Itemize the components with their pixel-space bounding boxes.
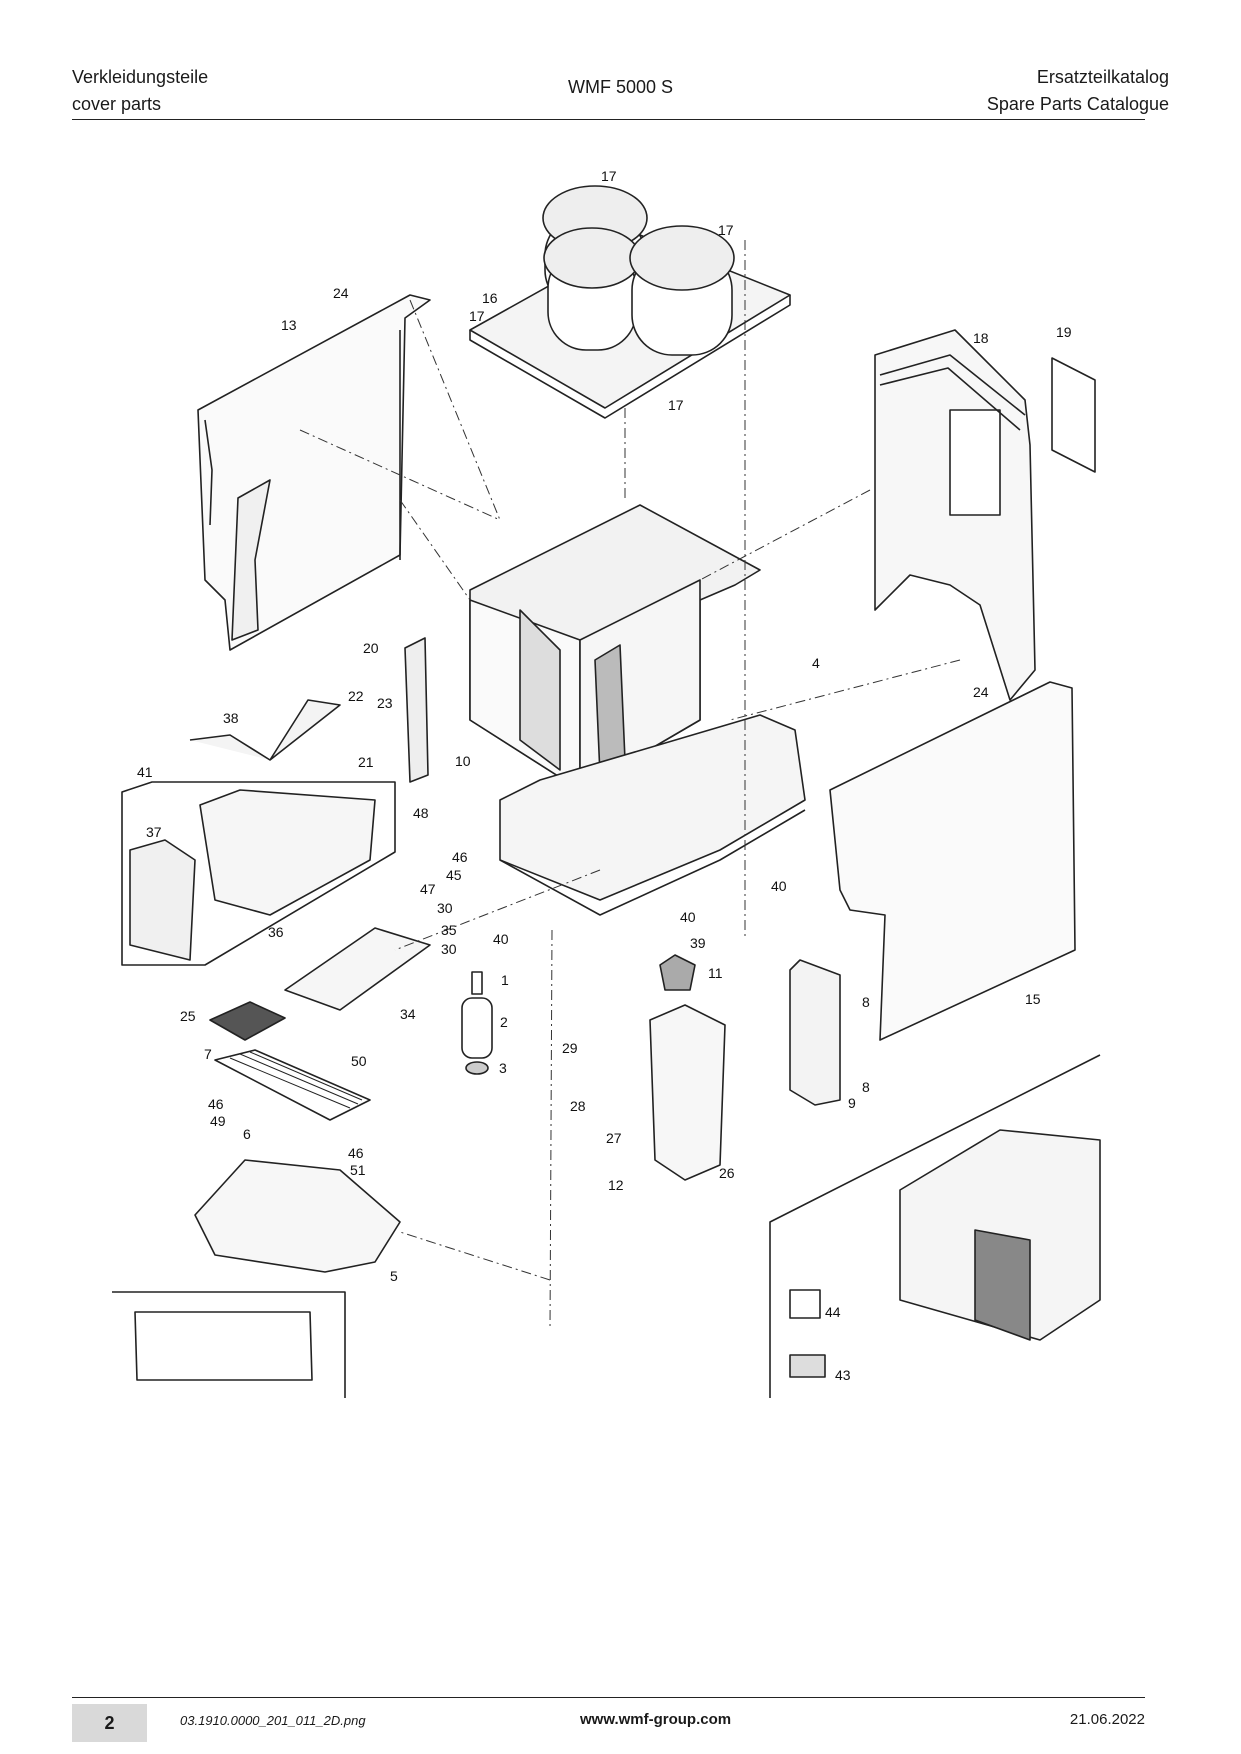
drip-grid-drawing [209, 1001, 371, 1121]
callout-27: 27 [606, 1130, 622, 1146]
callout-11: 11 [708, 965, 723, 981]
callout-9: 9 [848, 1095, 856, 1111]
callout-17: 17 [601, 168, 617, 184]
callout-47: 47 [420, 881, 436, 897]
detail-grille-drawing [134, 1311, 313, 1381]
footer-url[interactable]: www.wmf-group.com [580, 1711, 732, 1728]
group-41-drawing [121, 781, 396, 966]
callout-28: 28 [570, 1098, 586, 1114]
detail-box-right [769, 1054, 1101, 1398]
footer-filename: 03.1910.0000_201_011_2D.png [180, 1713, 366, 1728]
callout-4: 4 [812, 655, 820, 671]
callout-10: 10 [455, 753, 471, 769]
callout-16: 16 [482, 290, 498, 306]
callout-41: 41 [137, 764, 153, 780]
header-catalog-en: Spare Parts Catalogue [986, 94, 1169, 114]
right-side-panel-drawing [829, 681, 1076, 1041]
callout-26: 26 [719, 1165, 735, 1181]
callout-46: 46 [452, 849, 468, 865]
grounds-container-drawing [649, 1004, 726, 1181]
label-43-drawing [789, 1354, 826, 1378]
header-section-de: Verkleidungsteile [72, 67, 209, 87]
callout-44: 44 [825, 1304, 841, 1320]
callout-51: 51 [350, 1162, 366, 1178]
callout-49: 49 [210, 1113, 226, 1129]
callout-43: 43 [835, 1367, 851, 1383]
callout-6: 6 [243, 1126, 251, 1142]
callout-39: 39 [690, 935, 706, 951]
footer-divider [72, 1697, 1145, 1698]
callout-17: 17 [718, 222, 734, 238]
callout-23: 23 [377, 695, 393, 711]
callout-25: 25 [180, 1008, 196, 1024]
footer-date: 21.06.2022 [1069, 1711, 1145, 1728]
left-side-panel-drawing [197, 294, 431, 651]
header-model: WMF 5000 S [567, 77, 674, 97]
callout-21: 21 [358, 754, 374, 770]
rear-cover-drawing [874, 329, 1036, 701]
callout-labels: 17 17 16 17 17 24 13 18 19 4 24 20 22 23… [137, 168, 1072, 1383]
detail-box-left [112, 1291, 346, 1398]
callout-40: 40 [771, 878, 787, 894]
callout-17: 17 [469, 308, 485, 324]
header-section-en: cover parts [72, 94, 162, 114]
callout-30: 30 [441, 941, 457, 957]
connector-drawing [659, 954, 696, 991]
callout-12: 12 [608, 1177, 624, 1193]
callout-18: 18 [973, 330, 989, 346]
callout-48: 48 [413, 805, 429, 821]
callout-19: 19 [1056, 324, 1072, 340]
water-tray-drawing [194, 1159, 401, 1273]
base-frame-drawing [499, 714, 806, 916]
label-44-drawing [789, 1289, 821, 1319]
tube-parts-drawing [461, 971, 493, 1075]
callout-2: 2 [500, 1014, 508, 1030]
callout-38: 38 [223, 710, 239, 726]
callout-40: 40 [493, 931, 509, 947]
callout-3: 3 [499, 1060, 507, 1076]
callout-29: 29 [562, 1040, 578, 1056]
callout-20: 20 [363, 640, 379, 656]
header-left: Verkleidungsteile cover parts [72, 64, 208, 118]
header-divider [72, 119, 1145, 120]
callout-50: 50 [351, 1053, 367, 1069]
callout-36: 36 [268, 924, 284, 940]
callout-17: 17 [668, 397, 684, 413]
callout-8: 8 [862, 994, 870, 1010]
callout-30: 30 [437, 900, 453, 916]
label-sticker-drawing [1051, 357, 1096, 473]
callout-34: 34 [400, 1006, 416, 1022]
callout-8: 8 [862, 1079, 870, 1095]
callout-1: 1 [501, 972, 509, 988]
page-number: 2 [72, 1704, 147, 1742]
callout-13: 13 [281, 317, 297, 333]
callout-40: 40 [680, 909, 696, 925]
callout-24: 24 [973, 684, 989, 700]
callout-46: 46 [208, 1096, 224, 1112]
callout-7: 7 [204, 1046, 212, 1062]
tray-flap-drawing [189, 699, 341, 761]
callout-24: 24 [333, 285, 349, 301]
header-right: Ersatzteilkatalog Spare Parts Catalogue [987, 64, 1169, 118]
callout-46: 46 [348, 1145, 364, 1161]
callout-5: 5 [390, 1268, 398, 1284]
central-frame-drawing [469, 504, 761, 791]
front-strip-drawing [404, 637, 429, 783]
header-catalog-de: Ersatzteilkatalog [1036, 67, 1169, 87]
callout-37: 37 [146, 824, 162, 840]
hopper-assembly-drawing [469, 185, 791, 419]
drip-tray-drawing [284, 927, 431, 1011]
callout-45: 45 [446, 867, 462, 883]
callout-22: 22 [348, 688, 364, 704]
side-bracket-drawing [789, 959, 841, 1106]
callout-15: 15 [1025, 991, 1041, 1007]
callout-35: 35 [441, 922, 457, 938]
